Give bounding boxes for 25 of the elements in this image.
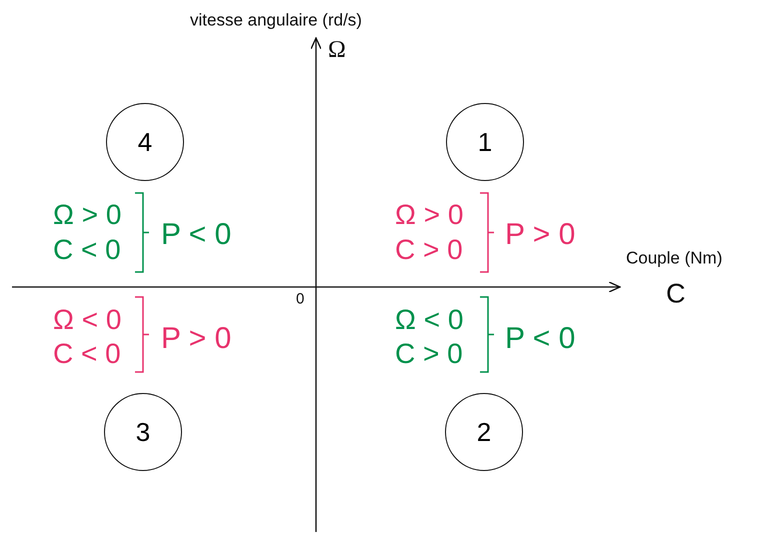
quadrant-circle: [446, 103, 524, 181]
condition-text: Ω > 0: [53, 201, 122, 229]
origin-label: 0: [296, 292, 304, 306]
quadrant-circle: [106, 103, 184, 181]
condition-text: C > 0: [395, 340, 463, 368]
condition-text: Ω > 0: [395, 201, 464, 229]
condition-text: C < 0: [53, 340, 121, 368]
condition-text: Ω < 0: [53, 306, 122, 334]
condition-text: C < 0: [53, 236, 121, 264]
axis-title: Couple (Nm): [626, 250, 722, 266]
condition-text: C > 0: [395, 236, 463, 264]
quadrant-number: 2: [476, 416, 492, 448]
power-text: P < 0: [505, 324, 576, 354]
quadrant-circle: [445, 393, 523, 471]
axis-title: vitesse angulaire (rd/s): [190, 12, 362, 28]
quadrant-number: 4: [138, 126, 152, 158]
power-text: P < 0: [161, 220, 232, 250]
quadrant-number: 3: [136, 416, 150, 448]
quadrant-circle: [104, 393, 182, 471]
axis-symbol: Ω: [328, 38, 346, 62]
power-text: P > 0: [161, 324, 232, 354]
quadrant-number: 1: [478, 126, 492, 158]
power-text: P > 0: [505, 220, 576, 250]
condition-text: Ω < 0: [395, 306, 464, 334]
axis-symbol: C: [666, 280, 686, 308]
